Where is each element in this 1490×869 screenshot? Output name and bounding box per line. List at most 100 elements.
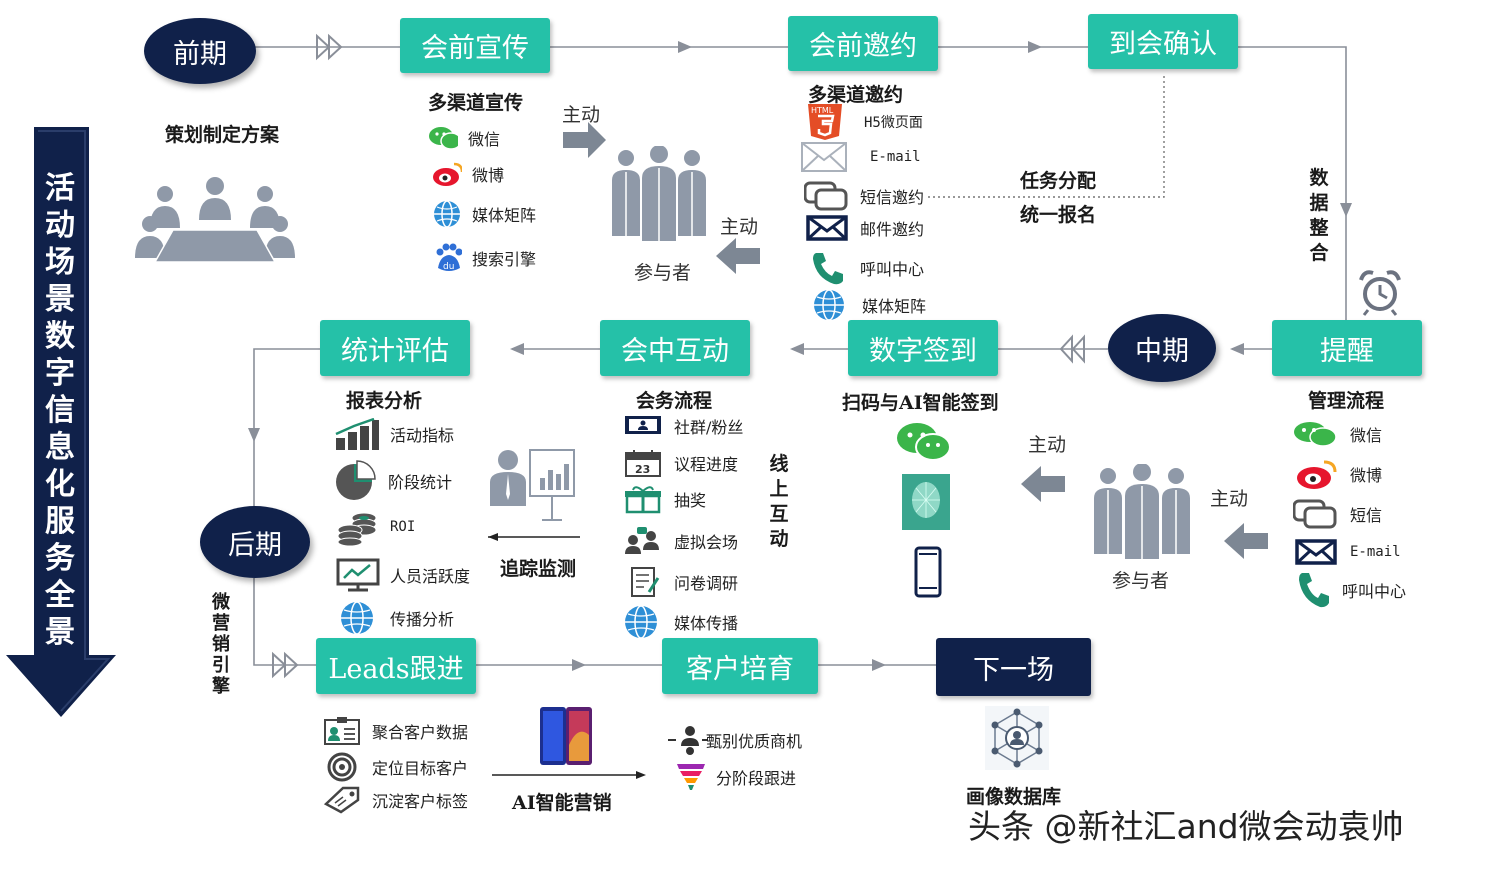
- active-label-2: 主动: [720, 216, 759, 238]
- target-icon: [322, 752, 362, 782]
- svg-text:du: du: [443, 262, 454, 272]
- stage-remind: 提醒: [1272, 320, 1422, 376]
- stage-stats: 统计评估: [320, 320, 470, 376]
- coins-icon: [334, 508, 380, 546]
- phone-icon: [806, 250, 850, 286]
- bar-chart-icon: [334, 418, 380, 450]
- pie-chart-icon: [332, 460, 378, 502]
- smartphone-icon: [914, 546, 942, 598]
- mail-icon: [804, 214, 850, 242]
- invite-item-sms: 短信邀约: [804, 181, 924, 211]
- invite-item-media: 媒体矩阵: [806, 288, 926, 322]
- monitor-trend-icon: [336, 558, 380, 592]
- chat-bubbles-icon: [1292, 499, 1340, 529]
- gift-icon: [622, 484, 664, 514]
- active-label-4: 主动: [1210, 488, 1249, 510]
- leads-item-tags: 沉淀客户标签: [322, 786, 468, 814]
- left-banner-arrow: [6, 127, 116, 717]
- mail-icon: [1292, 538, 1340, 566]
- phase-mid: 中期: [1108, 314, 1216, 382]
- active-arrow-icon: [563, 122, 1268, 559]
- wechat-icon: [428, 124, 458, 152]
- network-person-icon: [985, 706, 1049, 770]
- html5-icon: HTML: [804, 104, 846, 140]
- id-card-icon: [322, 716, 362, 746]
- meeting-item-lottery: 抽奖: [622, 484, 706, 514]
- ai-marketing-label: AI智能营销: [512, 792, 612, 814]
- participants-group-icon: [612, 146, 706, 241]
- virtual-people-icon: [622, 526, 664, 556]
- participants-label-2: 参与者: [1112, 570, 1170, 592]
- globe-icon: [806, 288, 852, 322]
- survey-icon: [624, 566, 664, 598]
- wechat-icon: [1290, 420, 1340, 448]
- report-item-spread: 传播分析: [334, 600, 454, 636]
- banner-title: 活动场景数字信息化服务全景: [45, 171, 75, 650]
- report-title: 报表分析: [346, 390, 423, 412]
- monitor-person-icon: [622, 412, 664, 440]
- globe-icon: [618, 604, 664, 640]
- invite-title: 多渠道邀约: [808, 84, 904, 106]
- globe-icon: [432, 200, 462, 228]
- report-item-roi: ROI: [334, 508, 415, 546]
- alarm-clock-icon: [1359, 270, 1401, 316]
- stage-nurture: 客户培育: [662, 638, 818, 694]
- tracking-label: 追踪监测: [500, 558, 577, 580]
- manage-title: 管理流程: [1308, 390, 1385, 412]
- meeting-item-survey: 问卷调研: [624, 566, 738, 598]
- meeting-item-media: 媒体传播: [618, 604, 738, 640]
- promo-item-wechat: 微信: [428, 124, 500, 152]
- presenter-chart-icon: [490, 449, 575, 521]
- task-line2: 统一报名: [1020, 204, 1097, 226]
- nurture-item-screen: 甄别优质商机: [668, 724, 802, 756]
- promo-item-weibo: 微博: [432, 160, 504, 188]
- phase-early: 前期: [144, 18, 256, 84]
- invite-item-mail: 邮件邀约: [804, 214, 924, 242]
- leads-item-aggregate: 聚合客户数据: [322, 716, 468, 746]
- funnel-icon: [676, 762, 706, 792]
- stage-signin: 数字签到: [848, 320, 998, 376]
- stage-leads: Leads跟进: [316, 638, 476, 694]
- report-item-stage: 阶段统计: [332, 460, 452, 502]
- manage-item-email: E-mail: [1292, 538, 1401, 566]
- stage-invite: 会前邀约: [788, 16, 938, 71]
- data-merge-label: 数据整合: [1309, 167, 1329, 264]
- active-label-1: 主动: [562, 104, 601, 126]
- manage-item-weibo: 微博: [1294, 458, 1382, 490]
- meeting-item-virtual: 虚拟会场: [622, 526, 738, 556]
- envelope-icon: [800, 141, 848, 173]
- tag-icon: [322, 786, 362, 814]
- promo-item-media: 媒体矩阵: [432, 200, 536, 228]
- participants-label-1: 参与者: [634, 262, 692, 284]
- chat-bubbles-icon: [804, 181, 850, 211]
- invite-item-h5: HTML H5微页面: [804, 104, 923, 140]
- wechat-icon: [897, 423, 951, 461]
- baidu-icon: du: [432, 243, 462, 272]
- stage-promo: 会前宣传: [400, 18, 550, 73]
- smartphones-icon: [540, 707, 592, 765]
- meeting-title: 会务流程: [636, 390, 713, 412]
- stage-interact: 会中互动: [600, 320, 750, 376]
- signin-title: 扫码与AI智能签到: [842, 392, 999, 414]
- task-line1: 任务分配: [1020, 170, 1097, 192]
- invite-item-call: 呼叫中心: [806, 250, 924, 286]
- face-recognition-icon: [902, 474, 950, 530]
- micro-engine-label: 微营销引擎: [212, 592, 230, 697]
- manage-item-call: 呼叫中心: [1296, 570, 1406, 610]
- manage-item-sms: 短信: [1292, 499, 1382, 529]
- watermark-text: 头条 @新社汇and微会动袁帅: [968, 807, 1404, 846]
- filter-person-icon: [668, 724, 708, 756]
- phone-icon: [1296, 570, 1332, 610]
- double-chevron-icon: [272, 33, 1085, 679]
- participants-group-icon: [1094, 464, 1190, 559]
- meeting-item-agenda: 23 议程进度: [622, 448, 738, 478]
- calendar-icon: 23: [622, 448, 664, 478]
- manage-item-wechat: 微信: [1290, 420, 1382, 448]
- promo-title: 多渠道宣传: [428, 92, 524, 114]
- phase-late: 后期: [200, 506, 310, 578]
- active-label-3: 主动: [1028, 434, 1067, 456]
- online-interaction-label: 线上互动: [769, 453, 789, 550]
- portrait-db-label: 画像数据库: [966, 786, 1062, 808]
- leads-item-target: 定位目标客户: [322, 752, 468, 782]
